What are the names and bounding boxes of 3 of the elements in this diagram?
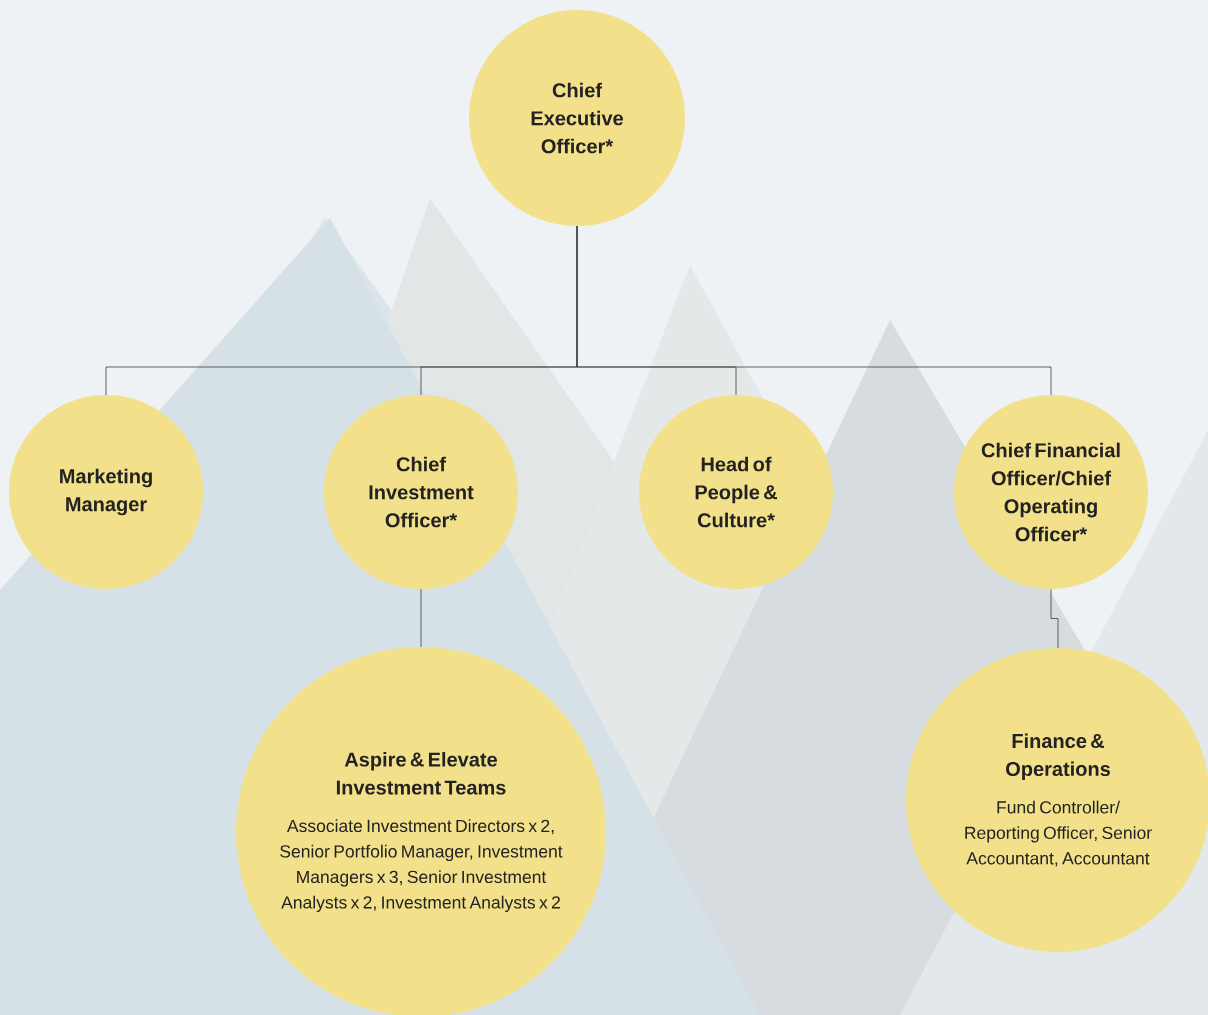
connector-line (420, 588, 422, 648)
connector-line (576, 225, 1052, 396)
connector-line (1050, 588, 1059, 649)
